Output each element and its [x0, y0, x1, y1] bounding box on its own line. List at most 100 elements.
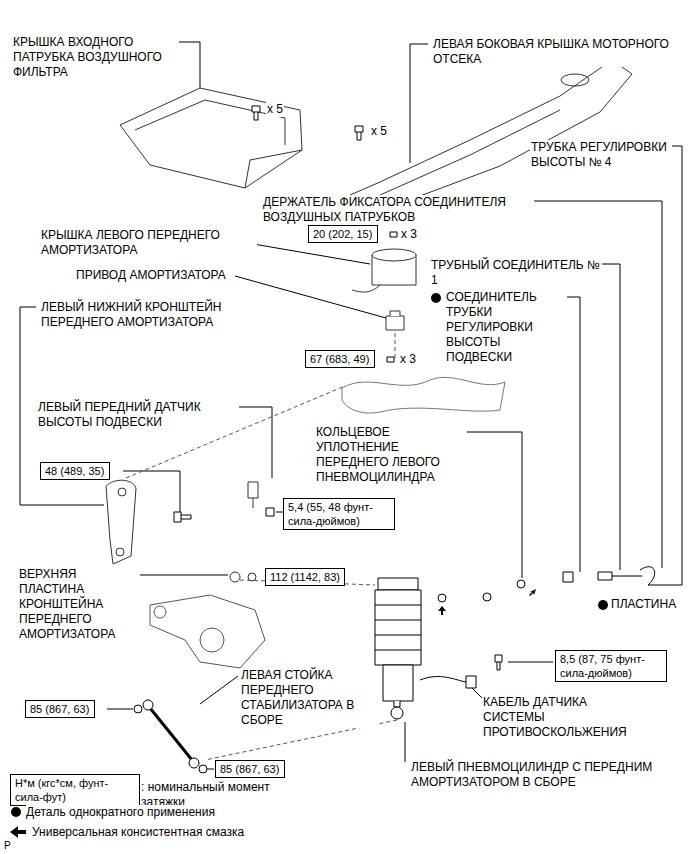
torque-value: 8,5 (87, 75 фунт-сила-дюймов): [560, 652, 662, 680]
lower-bracket: [118, 488, 126, 496]
part-label: ВЕРХНЯЯ ПЛАСТИНА КРОНШТЕЙНА ПЕРЕДНЕГО АМ…: [18, 567, 140, 642]
part-label: ДЕРЖАТЕЛЬ ФИКСАТОРА СОЕДИНИТЕЛЯ ВОЗДУШНЫ…: [262, 195, 534, 225]
stabilizer-link: [134, 700, 207, 773]
air-cylinder: [375, 605, 421, 650]
torque-box: 8,5 (87, 75 фунт-сила-дюймов): [555, 650, 667, 682]
legend-item: Универсальная консистентная смазка: [32, 825, 244, 840]
leader-line: [532, 201, 662, 568]
part-label: P: [3, 838, 12, 853]
torque-box: 85 (867, 63): [25, 700, 95, 718]
air-cylinder: [391, 707, 403, 719]
legend-text: Деталь однократного применения: [26, 805, 215, 819]
grease-arrow: [438, 606, 446, 615]
o-ring-and-fittings: [438, 594, 446, 602]
o-ring-and-fittings: [640, 567, 655, 585]
leader-line: [276, 512, 283, 513]
torque-box: 48 (489, 35): [40, 462, 110, 480]
bolt-symbol: [495, 655, 502, 670]
stabilizer-link: [189, 758, 199, 768]
torque-box: 112 (1142, 83): [265, 568, 345, 586]
height-sensor: [248, 482, 258, 498]
torque-value: 48 (489, 35): [45, 464, 105, 478]
grease-legend-arrow: [10, 826, 26, 838]
leader-line: [628, 146, 682, 585]
o-ring-and-fittings: [517, 580, 525, 588]
bolt-symbol: [266, 508, 274, 516]
shock-actuator: [386, 316, 404, 330]
stabilizer-link: [134, 705, 142, 713]
torque-value: 20 (202, 15): [313, 227, 373, 241]
grease-legend-arrow: [10, 826, 26, 838]
grease-arrow: [529, 589, 536, 596]
bolt-symbol: [355, 126, 363, 140]
shock-cover: [352, 249, 416, 292]
lower-bracket: [106, 480, 136, 564]
o-ring-and-fittings: [563, 572, 573, 582]
dashed-guide: [126, 333, 397, 760]
body-mount: [342, 377, 505, 413]
o-ring-and-fittings: [598, 572, 642, 580]
suspension-arm: [150, 595, 265, 668]
o-ring-and-fittings: [420, 677, 466, 682]
part-label: ЛЕВЫЙ НИЖНИЙ КРОНШТЕЙН ПЕРЕДНЕГО АМОРТИЗ…: [40, 300, 287, 330]
leader-line: [200, 676, 238, 704]
air-cylinder: [383, 665, 413, 701]
torque-value: 5,4 (55, 48 фунт-сила-дюймов): [288, 500, 390, 528]
upper-plate: [230, 572, 256, 582]
upper-plate: [248, 573, 256, 581]
part-label: ПЛАСТИНА: [610, 597, 677, 612]
part-label: КРЫШКА ЛЕВОГО ПЕРЕДНЕГО АМОРТИЗАТОРА: [40, 228, 257, 258]
height-sensor: [253, 498, 254, 508]
part-label: КОЛЬЦЕВОЕ УПЛОТНЕНИЕ ПЕРЕДНЕГО ЛЕВОГО ПН…: [315, 425, 467, 485]
torque-box: Н*м (кгс*см, фунт-сила-фут): [10, 774, 140, 806]
part-label: x 5: [266, 102, 284, 117]
air-filter-cover: [120, 88, 302, 188]
stabilizer-link: [150, 708, 192, 760]
torque-value: Н*м (кгс*см, фунт-сила-фут): [15, 776, 135, 804]
leader-line: [20, 42, 682, 769]
one-time-use-mark: [11, 807, 21, 817]
engine-side-cover: [561, 74, 589, 86]
part-label: x 3: [400, 227, 418, 242]
stabilizer-link: [199, 765, 207, 773]
leader-line: [107, 709, 133, 710]
torque-value: 67 (683, 49): [310, 352, 370, 366]
shock-actuator: [390, 311, 400, 316]
o-ring-and-fittings: [483, 593, 491, 601]
part-label: ЛЕВАЯ БОКОВАЯ КРЫШКА МОТОРНОГО ОТСЕКА: [432, 37, 674, 67]
stabilizer-link: [143, 700, 153, 710]
legend-item: Деталь однократного применения: [26, 805, 215, 820]
part-label: x 3: [399, 352, 417, 367]
part-label: КАБЕЛЬ ДАТЧИКА СИСТЕМЫ ПРОТИВОСКОЛЬЖЕНИЯ: [482, 695, 634, 740]
torque-value: 112 (1142, 83): [270, 570, 340, 584]
leader-line: [602, 264, 620, 570]
air-filter-cover: [135, 100, 285, 145]
part-label: КРЫШКА ВХОДНОГО ПАТРУБКА ВОЗДУШНОГО ФИЛЬ…: [12, 35, 179, 80]
lower-bracket: [116, 548, 124, 556]
dashed-guide: [395, 333, 396, 360]
part-label: ПРИВОД АМОРТИЗАТОРА: [75, 268, 227, 283]
one-time-use-mark: [431, 293, 441, 303]
leader-line: [405, 722, 406, 762]
o-ring-and-fittings: [466, 676, 476, 688]
suspension-arm: [154, 606, 166, 618]
part-label: ЛЕВАЯ СТОЙКА ПЕРЕДНЕГО СТАБИЛИЗАТОРА В С…: [240, 668, 377, 728]
part-label: ЛЕВЫЙ ПНЕВМОЦИЛИНДР С ПЕРЕДНИМ АМОРТИЗАТ…: [410, 760, 674, 790]
legend-text: Универсальная консистентная смазка: [32, 825, 244, 839]
part-label: СОЕДИНИТЕЛЬ ТРУБКИ РЕГУЛИРОВКИ ВЫСОТЫ ПО…: [445, 290, 567, 365]
air-cylinder: [375, 590, 421, 665]
air-cylinder: [394, 701, 400, 707]
one-time-use-mark: [598, 600, 608, 610]
shock-cover: [352, 285, 380, 292]
leader-line: [508, 662, 553, 663]
part-label: ЛЕВЫЙ ПЕРЕДНИЙ ДАТЧИК ВЫСОТЫ ПОДВЕСКИ: [37, 400, 239, 430]
engine-side-cover: [350, 60, 632, 212]
torque-value: 85 (867, 63): [220, 762, 280, 776]
torque-value: 85 (867, 63): [30, 702, 90, 716]
part-label: ТРУБНЫЙ СОЕДИНИТЕЛЬ № 1: [430, 258, 602, 288]
leader-line: [460, 432, 522, 578]
bolt-symbol: [390, 232, 397, 237]
leader-line: [410, 44, 428, 163]
suspension-arm: [150, 595, 265, 668]
shock-cover: [372, 249, 416, 261]
